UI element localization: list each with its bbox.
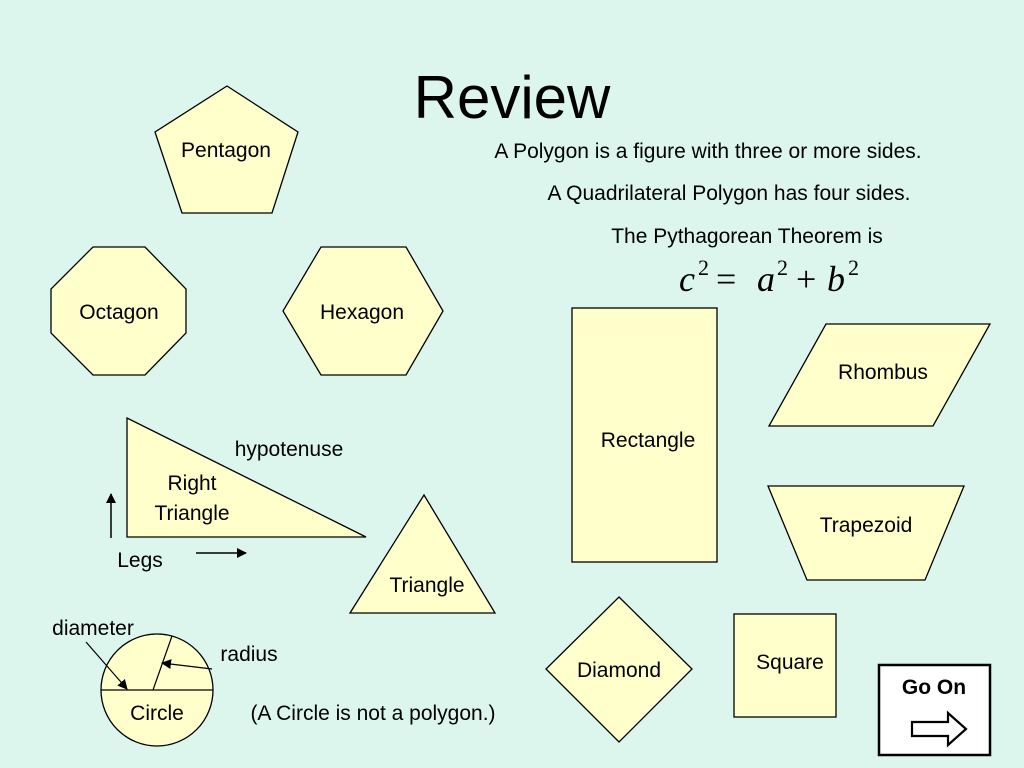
right-arrow-icon[interactable] [910,710,968,748]
square-shape [733,613,837,718]
trapezoid-shape [767,485,965,581]
formula-a-exponent: 2 [777,255,788,280]
pentagon-label: Pentagon [181,139,271,162]
circle-note: (A Circle is not a polygon.) [250,702,495,725]
diamond-shape [545,596,693,743]
fact-pythagorean: The Pythagorean Theorem is [611,225,883,248]
radius-pointer-arrow-icon [161,659,213,670]
slide-title: Review [414,64,611,131]
trapezoid-label: Trapezoid [820,514,913,537]
pythagorean-formula: c 2 = a 2 + b 2 [679,255,859,299]
diamond-label: Diamond [577,659,661,682]
triangle-label: Triangle [389,574,464,597]
go-on-button-frame[interactable] [877,663,992,757]
circle-label: Circle [130,702,184,725]
rectangle-label: Rectangle [601,429,696,452]
right-triangle-label-line2: Triangle [154,502,229,525]
radius-label: radius [220,643,277,666]
rhombus-shape [767,323,992,427]
hexagon-label: Hexagon [320,301,404,324]
rhombus-label: Rhombus [838,361,928,384]
right-triangle-shape [126,416,367,538]
go-on-label[interactable]: Go On [902,676,966,699]
legs-label: Legs [117,549,163,572]
rectangle-shape [571,307,718,563]
go-on-button[interactable]: Go On [877,663,992,757]
pentagon-shape [154,85,299,214]
octagon-label: Octagon [79,301,158,324]
triangle-shape [348,493,497,614]
formula-equals: = [716,259,736,299]
formula-b-exponent: 2 [848,255,859,280]
diameter-pointer-arrow-icon [85,641,128,690]
hypotenuse-label: hypotenuse [235,438,344,461]
fact-quadrilateral: A Quadrilateral Polygon has four sides. [547,182,910,205]
formula-plus: + [796,259,816,299]
formula-a: a [757,259,775,299]
square-label: Square [756,651,824,674]
fact-polygon: A Polygon is a figure with three or more… [494,140,921,163]
formula-c-exponent: 2 [698,255,709,280]
hexagon-shape [282,246,444,376]
formula-c: c [679,259,695,299]
right-triangle-label-line1: Right [167,472,216,495]
formula-b: b [827,259,845,299]
octagon-shape [50,246,187,376]
diameter-label: diameter [52,617,134,640]
